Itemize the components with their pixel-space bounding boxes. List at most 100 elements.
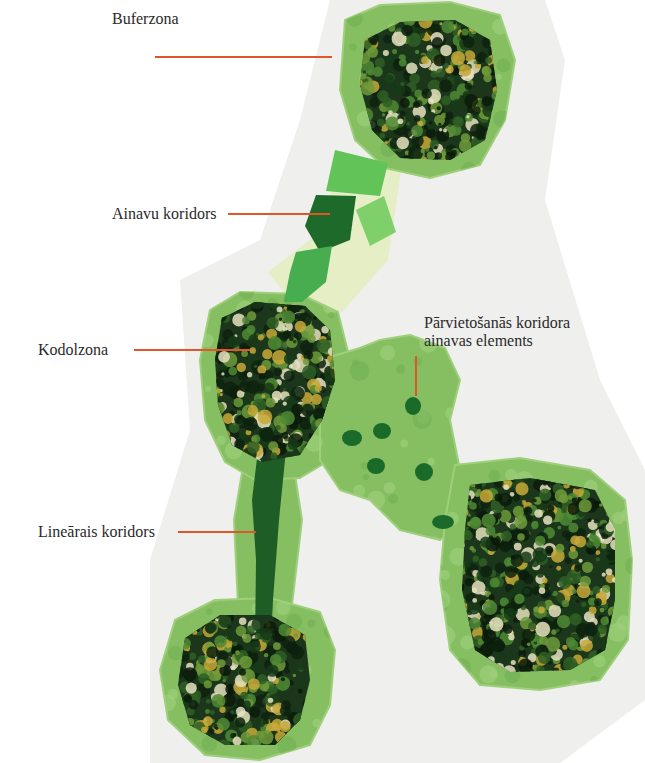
texture-spot: [571, 595, 577, 601]
texture-spot: [418, 15, 432, 29]
texture-spot: [456, 623, 469, 636]
texture-spot: [242, 634, 251, 643]
texture-spot: [566, 637, 576, 647]
texture-spot: [298, 688, 303, 693]
texture-spot: [179, 716, 187, 724]
texture-spot: [330, 120, 336, 126]
texture-spot: [218, 351, 230, 363]
texture-spot: [579, 200, 589, 210]
texture-spot: [455, 117, 462, 124]
texture-spot: [436, 68, 445, 77]
texture-spot: [449, 156, 455, 162]
texture-spot: [314, 535, 329, 550]
texture-spot: [593, 655, 605, 667]
texture-spot: [597, 606, 604, 613]
texture-spot: [356, 79, 363, 86]
texture-spot: [177, 349, 190, 362]
texture-spot: [606, 569, 613, 576]
texture-spot: [473, 665, 482, 674]
texture-spot: [487, 131, 500, 144]
texture-spot: [555, 544, 564, 553]
texture-spot: [325, 445, 331, 451]
texture-spot: [580, 576, 591, 587]
texture-spot: [430, 140, 439, 149]
texture-spot: [611, 507, 624, 520]
texture-spot: [185, 726, 190, 731]
texture-spot: [610, 540, 620, 550]
texture-spot: [466, 115, 469, 118]
texture-spot: [233, 398, 243, 408]
texture-spot: [328, 312, 334, 318]
texture-spot: [340, 545, 353, 558]
texture-spot: [276, 425, 281, 430]
texture-spot: [203, 648, 206, 651]
texture-spot: [169, 733, 183, 747]
texture-spot: [439, 79, 452, 92]
texture-spot: [570, 546, 576, 552]
texture-spot: [299, 452, 314, 467]
texture-spot: [599, 657, 612, 670]
texture-spot: [587, 518, 591, 522]
texture-spot: [248, 139, 267, 158]
texture-spot: [528, 622, 536, 630]
texture-spot: [477, 150, 487, 160]
texture-spot: [421, 88, 431, 98]
texture-spot: [266, 161, 275, 170]
texture-spot: [288, 617, 298, 627]
texture-spot: [482, 630, 497, 645]
texture-spot: [512, 183, 525, 196]
texture-spot: [205, 622, 218, 635]
texture-spot: [489, 617, 503, 631]
texture-spot: [314, 451, 323, 460]
texture-spot: [514, 594, 524, 604]
texture-spot: [280, 411, 295, 426]
texture-spot: [258, 334, 264, 340]
texture-spot: [413, 101, 420, 108]
texture-spot: [357, 611, 376, 630]
texture-spot: [205, 386, 211, 392]
texture-spot: [382, 150, 396, 164]
texture-spot: [414, 90, 422, 98]
texture-spot: [363, 474, 369, 480]
texture-spot: [535, 535, 546, 546]
texture-spot: [289, 736, 301, 748]
texture-spot: [206, 699, 211, 704]
texture-spot: [284, 371, 295, 382]
texture-spot: [468, 646, 481, 659]
texture-spot: [237, 410, 242, 415]
texture-spot: [239, 669, 246, 676]
texture-spot: [381, 74, 395, 88]
texture-spot: [605, 473, 618, 486]
texture-spot: [238, 371, 248, 381]
texture-spot: [533, 639, 536, 642]
texture-spot: [353, 485, 365, 497]
texture-spot: [302, 450, 308, 456]
texture-spot: [594, 280, 601, 287]
texture-spot: [247, 325, 256, 334]
texture-spot: [464, 561, 471, 568]
texture-spot: [211, 367, 214, 370]
texture-spot: [286, 733, 293, 740]
texture-spot: [485, 146, 494, 155]
texture-spot: [483, 354, 494, 365]
texture-spot: [578, 480, 583, 485]
texture-spot: [585, 664, 594, 673]
texture-spot: [619, 668, 638, 687]
texture-spot: [356, 13, 369, 26]
texture-spot: [594, 519, 599, 524]
texture-spot: [520, 63, 526, 69]
corridor-piece: [326, 150, 388, 196]
texture-spot: [214, 635, 226, 647]
texture-spot: [223, 413, 234, 424]
texture-spot: [217, 371, 224, 378]
texture-spot: [354, 722, 366, 734]
texture-spot: [572, 589, 577, 594]
texture-spot: [492, 110, 504, 122]
texture-spot: [606, 549, 617, 560]
texture-spot: [234, 439, 245, 450]
texture-spot: [445, 407, 457, 419]
texture-spot: [466, 152, 471, 157]
texture-spot: [272, 363, 276, 367]
texture-spot: [270, 654, 281, 665]
texture-spot: [302, 707, 313, 718]
